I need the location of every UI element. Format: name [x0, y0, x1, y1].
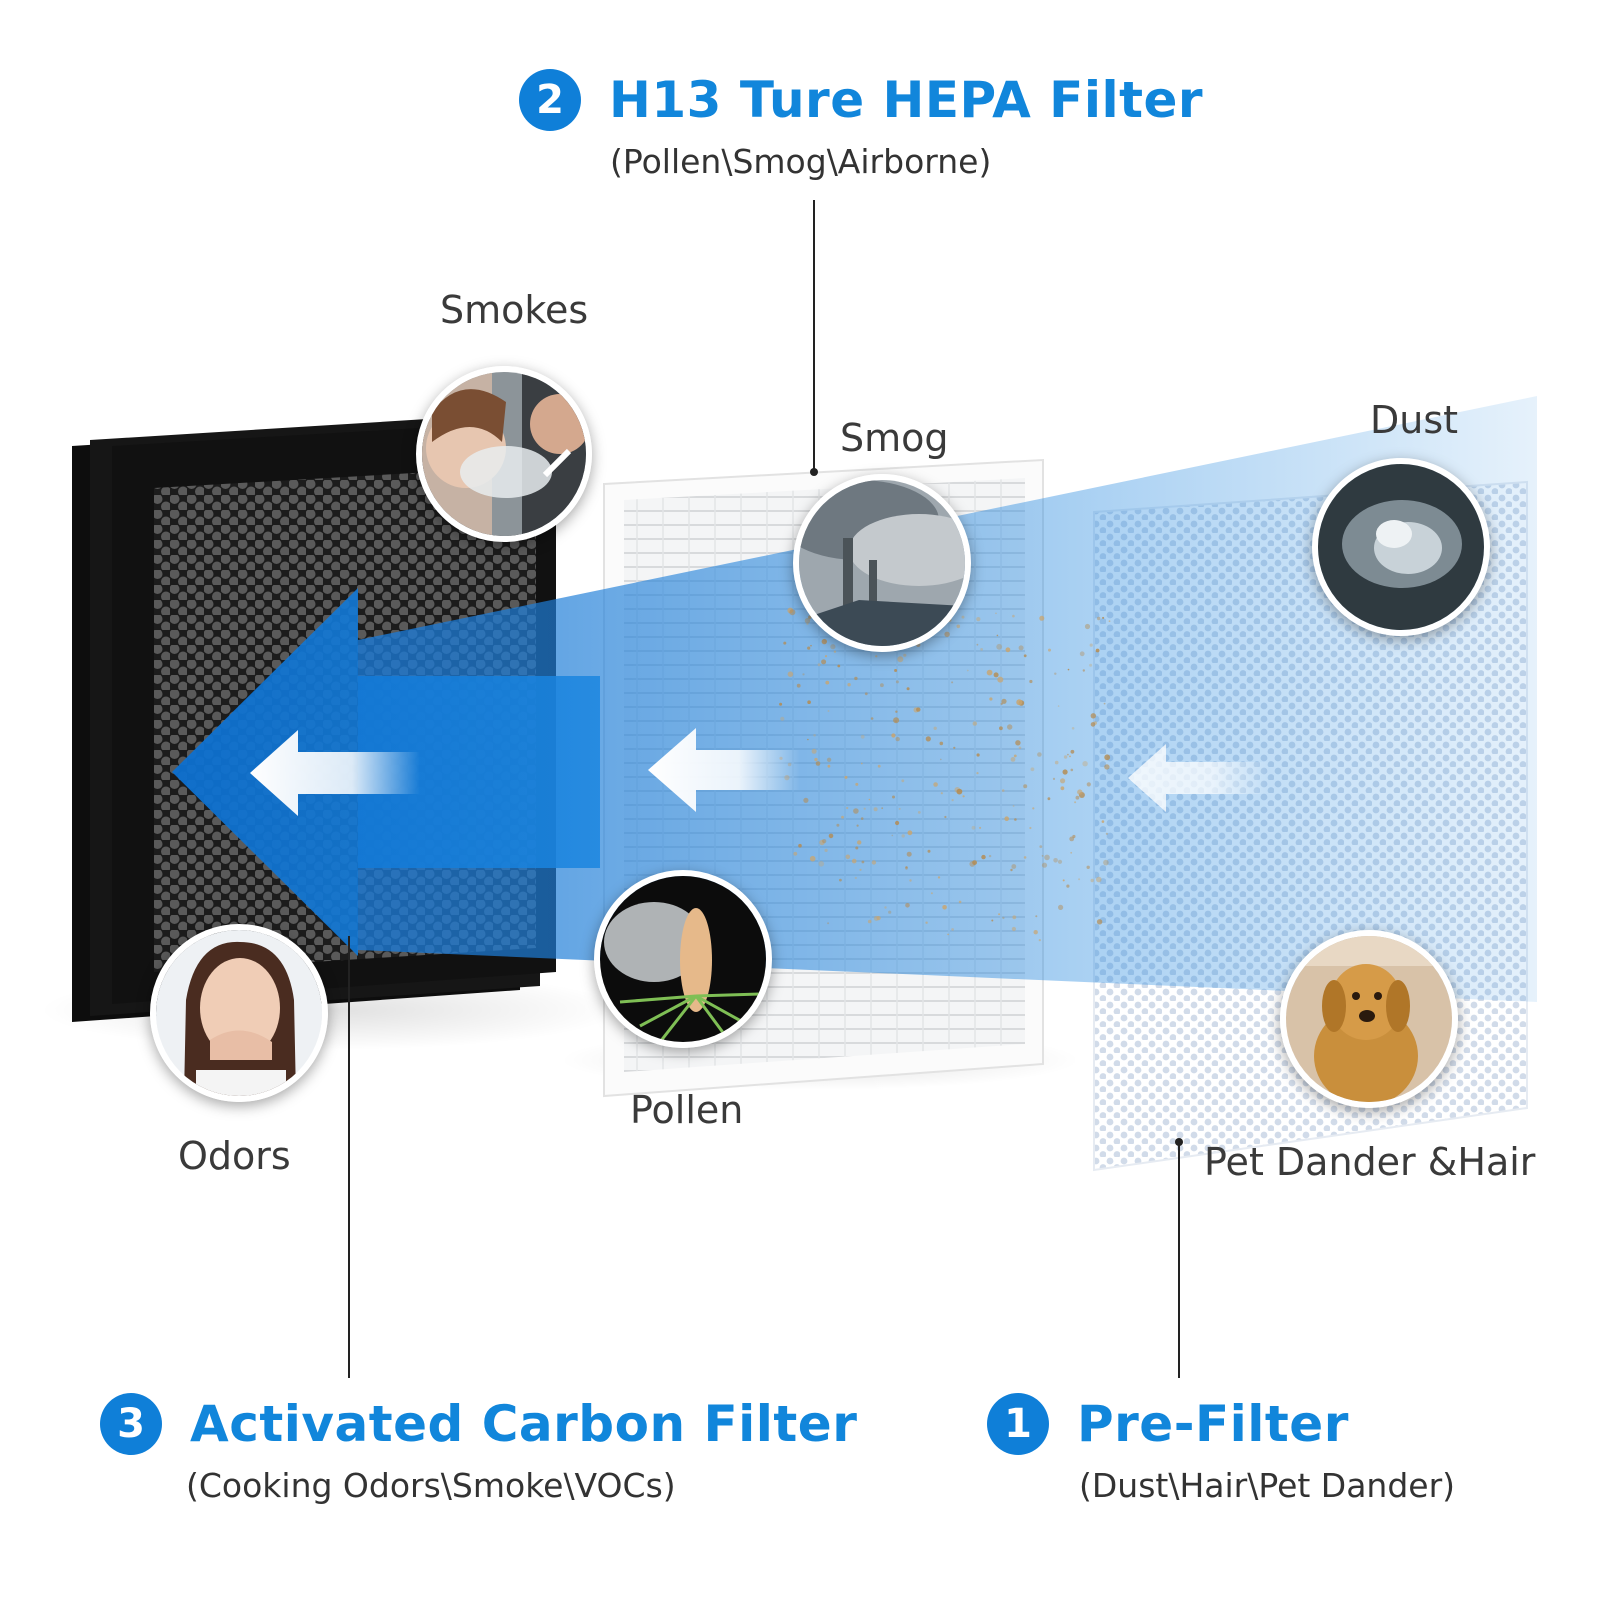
- carbon-leader-line: [348, 936, 350, 1378]
- hepa-heading: 2 H13 Ture HEPA Filter: [519, 69, 1203, 131]
- smokes-photo: [416, 366, 592, 542]
- pollen-label: Pollen: [630, 1088, 744, 1132]
- prefilter-title: Pre-Filter: [1077, 1395, 1349, 1453]
- hepa-subtitle: (Pollen\Smog\Airborne): [610, 142, 992, 181]
- carbon-heading: 3 Activated Carbon Filter: [100, 1393, 857, 1455]
- prefilter-heading: 1 Pre-Filter: [987, 1393, 1349, 1455]
- carbon-subtitle: (Cooking Odors\Smoke\VOCs): [186, 1466, 676, 1505]
- prefilter-leader-line: [1178, 1142, 1180, 1378]
- dust-particles: [779, 600, 1111, 942]
- hepa-title: H13 Ture HEPA Filter: [609, 71, 1204, 129]
- airflow-beam: [358, 396, 1537, 1002]
- odors-label: Odors: [178, 1134, 291, 1178]
- stage-number-badge: 2: [519, 69, 581, 131]
- pollen-photo: [594, 870, 772, 1048]
- odors-photo: [150, 924, 328, 1102]
- dust-label: Dust: [1370, 398, 1459, 442]
- arrow-left-icon: [1128, 744, 1270, 812]
- prefilter-leader-dot: [1175, 1138, 1183, 1146]
- arrow-left-icon: [250, 730, 420, 816]
- smog-photo: [793, 474, 971, 652]
- pet-dander-label: Pet Dander &Hair: [1204, 1140, 1536, 1184]
- pet-photo: [1280, 930, 1458, 1108]
- hepa-leader-line: [813, 200, 815, 472]
- stage-number-badge: 1: [987, 1393, 1049, 1455]
- smokes-label: Smokes: [440, 288, 589, 332]
- dust-photo: [1312, 458, 1490, 636]
- arrow-left-icon: [648, 728, 800, 812]
- stage-number-badge: 3: [100, 1393, 162, 1455]
- hepa-leader-dot: [810, 468, 818, 476]
- carbon-title: Activated Carbon Filter: [190, 1395, 858, 1453]
- prefilter-subtitle: (Dust\Hair\Pet Dander): [1079, 1466, 1456, 1505]
- smog-label: Smog: [840, 416, 949, 460]
